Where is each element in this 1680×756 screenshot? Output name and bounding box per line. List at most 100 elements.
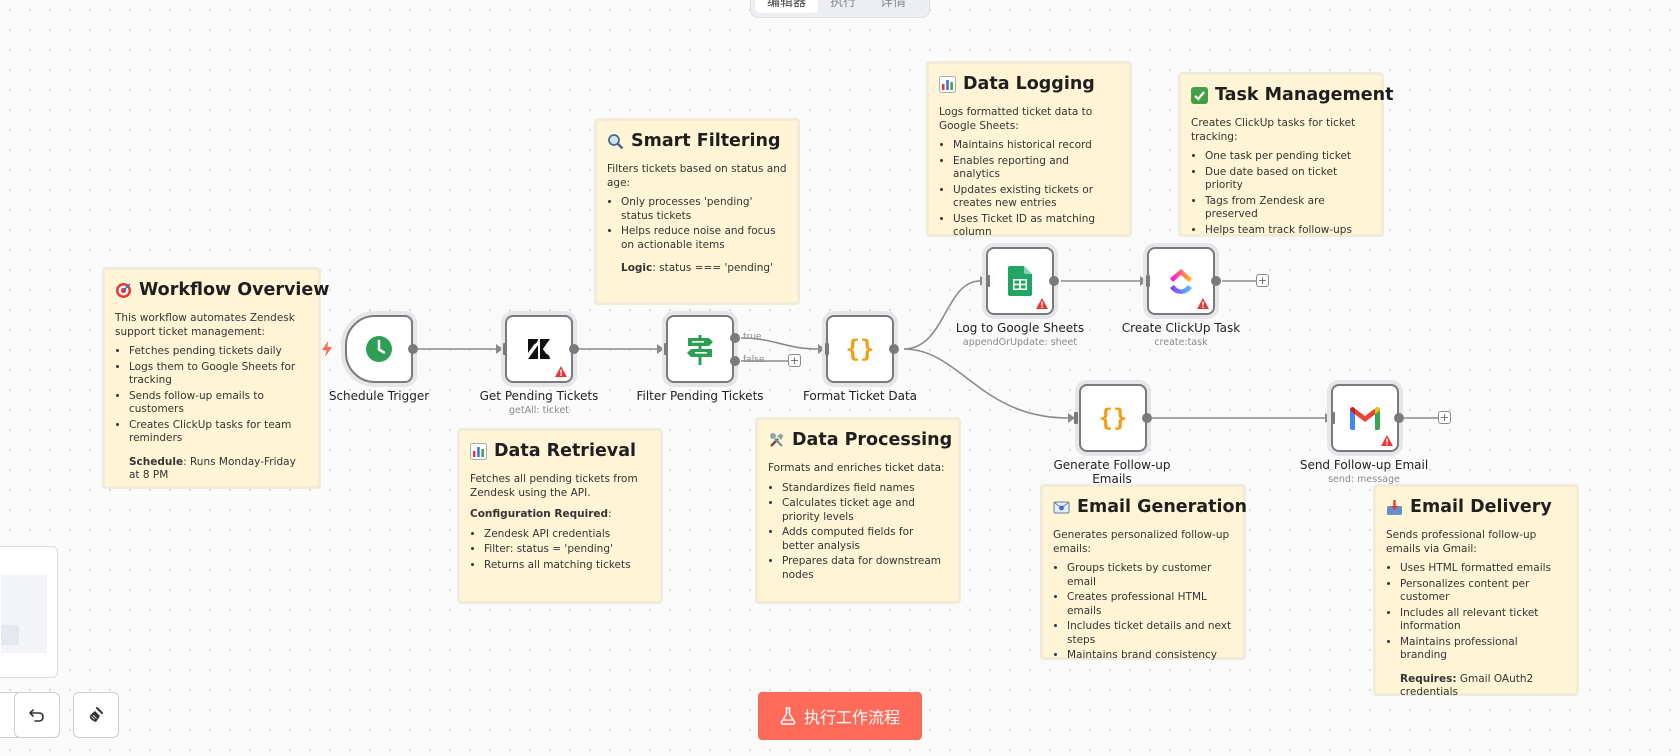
- input-port[interactable]: [503, 343, 507, 355]
- note-title: Task Management: [1215, 85, 1394, 105]
- node-filter-pending-tickets[interactable]: [666, 315, 734, 383]
- code-braces-icon: {}: [846, 335, 875, 363]
- output-port[interactable]: [569, 344, 579, 354]
- edge-filter-true-format: [740, 337, 819, 350]
- list-item: Helps team track follow-ups: [1205, 224, 1371, 238]
- output-port[interactable]: [1142, 413, 1152, 423]
- google-sheets-icon: [1008, 266, 1032, 296]
- footer-label: Requires:: [1400, 672, 1457, 685]
- list-item: Maintains historical record: [953, 139, 1119, 153]
- note-list: Only processes 'pending' status tickets …: [607, 196, 787, 252]
- list-item: Includes ticket details and next steps: [1067, 620, 1233, 647]
- edge-format-sheets: [903, 280, 981, 350]
- edge-format-genemail: [903, 348, 1069, 419]
- tab-editor[interactable]: 编辑器: [755, 0, 819, 13]
- list-item: Helps reduce noise and focus on actionab…: [621, 225, 787, 252]
- note-title: Email Delivery: [1410, 497, 1552, 517]
- list-item: Standardizes field names: [782, 482, 948, 496]
- output-port-false[interactable]: [730, 356, 740, 366]
- note-description: This workflow automates Zendesk support …: [115, 312, 295, 338]
- node-label: Log to Google Sheets: [955, 321, 1085, 335]
- node-label: Schedule Trigger: [328, 389, 430, 403]
- output-port[interactable]: [889, 344, 899, 354]
- node-label: Get Pending Tickets: [479, 389, 599, 403]
- input-port[interactable]: [664, 343, 668, 355]
- svg-text:{}: {}: [846, 335, 875, 363]
- list-item: Only processes 'pending' status tickets: [621, 196, 787, 223]
- note-title: Workflow Overview: [139, 280, 330, 300]
- node-subtitle: appendOrUpdate: sheet: [962, 337, 1078, 348]
- clear-button[interactable]: [73, 692, 119, 738]
- list-item: Uses HTML formatted emails: [1400, 562, 1566, 576]
- add-node-button[interactable]: +: [788, 354, 801, 367]
- warning-icon: [1381, 435, 1393, 446]
- input-port[interactable]: [1074, 412, 1078, 424]
- minimap-panel[interactable]: [0, 546, 58, 678]
- node-schedule-trigger[interactable]: [345, 315, 413, 383]
- output-port[interactable]: [1049, 276, 1059, 286]
- add-node-button[interactable]: +: [1256, 274, 1269, 287]
- list-item: Groups tickets by customer email: [1067, 562, 1233, 589]
- note-email-generation[interactable]: Email Generation Generates personalized …: [1040, 484, 1247, 663]
- node-log-to-google-sheets[interactable]: [986, 247, 1054, 315]
- node-label: Create ClickUp Task: [1121, 321, 1241, 335]
- bar-chart-icon: [470, 442, 487, 460]
- add-node-button[interactable]: +: [1438, 411, 1451, 424]
- arrow-head: [657, 344, 664, 354]
- note-list: One task per pending ticket Due date bas…: [1191, 150, 1371, 237]
- run-workflow-button[interactable]: 执行工作流程: [758, 692, 922, 740]
- input-port[interactable]: [1331, 412, 1335, 424]
- list-item: Logs them to Google Sheets for tracking: [129, 361, 308, 388]
- note-email-delivery[interactable]: Email Delivery Sends professional follow…: [1373, 484, 1579, 698]
- input-port[interactable]: [825, 343, 829, 355]
- list-item: Maintains brand consistency: [1067, 649, 1233, 663]
- node-create-clickup-task[interactable]: [1147, 247, 1215, 315]
- note-description: Generates personalized follow-up emails:: [1053, 529, 1230, 555]
- note-list: Standardizes field names Calculates tick…: [768, 482, 948, 583]
- warning-icon: [1036, 298, 1048, 309]
- note-data-retrieval[interactable]: Data Retrieval Fetches all pending ticke…: [457, 428, 663, 604]
- note-list: Maintains historical record Enables repo…: [939, 139, 1119, 240]
- input-port[interactable]: [986, 275, 990, 287]
- note-data-logging[interactable]: Data Logging Logs formatted ticket data …: [926, 61, 1132, 240]
- output-port[interactable]: [1211, 276, 1221, 286]
- arrow-head: [1068, 413, 1075, 423]
- warning-icon: [1197, 298, 1209, 309]
- node-subtitle: send: message: [1328, 474, 1400, 485]
- tab-executions[interactable]: 执行: [830, 0, 857, 10]
- email-icon: [1053, 499, 1070, 516]
- note-description: Logs formatted ticket data to Google She…: [939, 106, 1093, 132]
- output-port[interactable]: [1394, 413, 1404, 423]
- node-send-follow-up-email[interactable]: [1331, 384, 1399, 452]
- node-format-ticket-data[interactable]: {}: [826, 315, 894, 383]
- note-data-processing[interactable]: Data Processing Formats and enriches tic…: [755, 417, 961, 604]
- list-item: Uses Ticket ID as matching column: [953, 213, 1119, 240]
- config-colon: :: [608, 508, 612, 520]
- undo-button[interactable]: [14, 692, 60, 738]
- list-item: Calculates ticket age and priority level…: [782, 497, 948, 524]
- output-port-true[interactable]: [730, 333, 740, 343]
- svg-text:{}: {}: [1099, 404, 1128, 432]
- list-item: Creates ClickUp tasks for team reminders: [129, 419, 308, 446]
- node-subtitle: getAll: ticket: [509, 405, 569, 416]
- list-item: Tags from Zendesk are preserved: [1205, 195, 1371, 222]
- tab-details[interactable]: 详情: [880, 0, 907, 10]
- note-smart-filtering[interactable]: Smart Filtering Filters tickets based on…: [594, 118, 800, 305]
- arrow-head: [1325, 413, 1332, 423]
- list-item: Sends follow-up emails to customers: [129, 390, 308, 417]
- checkmark-icon: [1191, 86, 1208, 104]
- input-port[interactable]: [1146, 275, 1150, 287]
- note-description: Sends professional follow-up emails via …: [1386, 529, 1537, 555]
- note-footer: Schedule: Runs Monday-Friday at 8 PM: [115, 456, 308, 483]
- note-task-management[interactable]: Task Management Creates ClickUp tasks fo…: [1178, 72, 1393, 237]
- node-get-pending-tickets[interactable]: [505, 315, 573, 383]
- node-label-line1: Generate Follow-up: [1053, 458, 1171, 472]
- tools-icon: [768, 432, 785, 449]
- node-generate-follow-up-emails[interactable]: {}: [1079, 384, 1147, 452]
- note-workflow-overview[interactable]: Workflow Overview This workflow automate…: [102, 267, 329, 489]
- note-description: Filters tickets based on status and age:: [607, 163, 787, 189]
- arrow-head: [818, 344, 825, 354]
- list-item: Personalizes content per customer: [1400, 578, 1566, 605]
- note-description: Fetches all pending tickets from Zendesk…: [470, 473, 638, 499]
- output-port[interactable]: [408, 344, 418, 354]
